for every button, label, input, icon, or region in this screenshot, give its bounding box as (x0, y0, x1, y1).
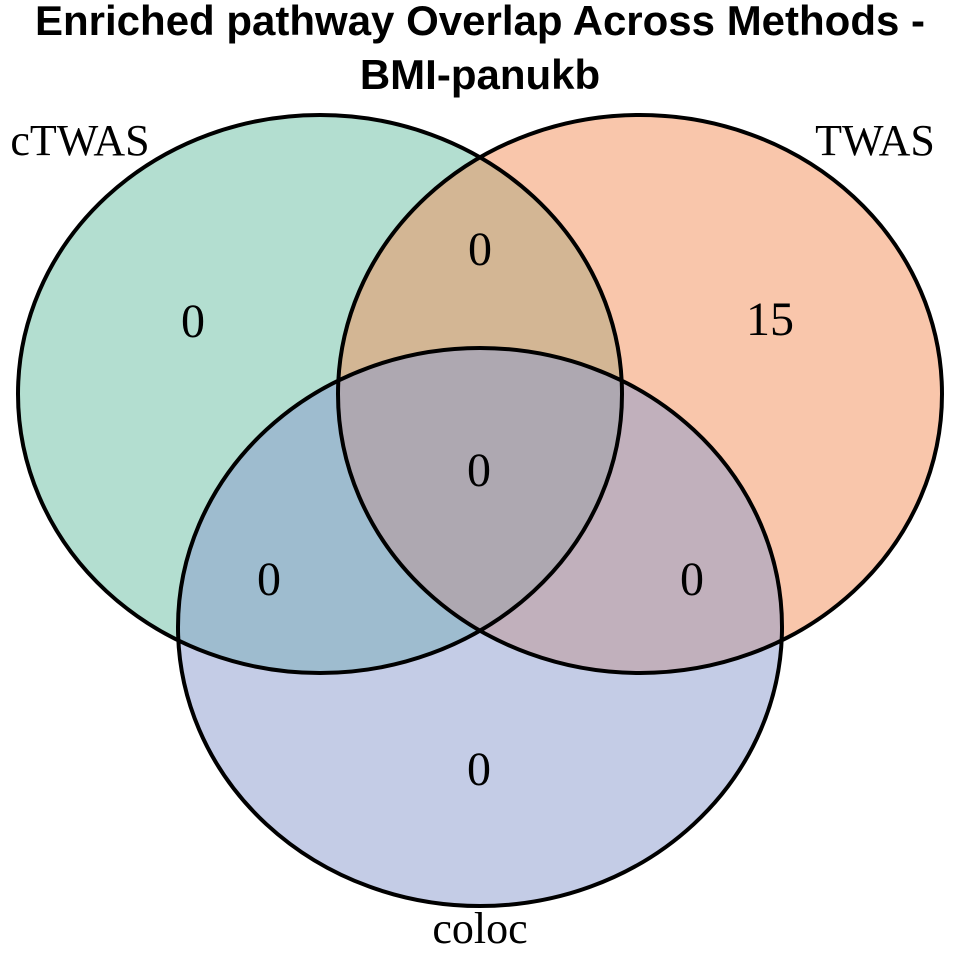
set-label-coloc: coloc (432, 904, 528, 953)
chart-title: Enriched pathway Overlap Across Methods … (0, 0, 960, 102)
coloc-circle-outline (176, 346, 784, 908)
venn-outlines (16, 113, 944, 908)
count-ctwas-only: 0 (181, 295, 205, 348)
count-triple-overlap: 0 (467, 444, 491, 497)
ctwas-circle-outline (16, 113, 624, 675)
count-ctwas-twas-overlap: 0 (468, 223, 492, 276)
set-label-twas: TWAS (815, 116, 935, 165)
count-ctwas-coloc-overlap: 0 (257, 553, 281, 606)
chart-title-line1: Enriched pathway Overlap Across Methods … (35, 0, 925, 44)
venn-fills (18, 115, 942, 906)
count-coloc-only: 0 (467, 743, 491, 796)
count-twas-only: 15 (746, 293, 794, 346)
coloc-circle-fill (178, 348, 782, 906)
twas-circle-outline (336, 113, 944, 675)
chart-title-line2: BMI-panukb (359, 51, 601, 98)
count-twas-coloc-overlap: 0 (680, 553, 704, 606)
set-label-ctwas: cTWAS (10, 116, 150, 165)
